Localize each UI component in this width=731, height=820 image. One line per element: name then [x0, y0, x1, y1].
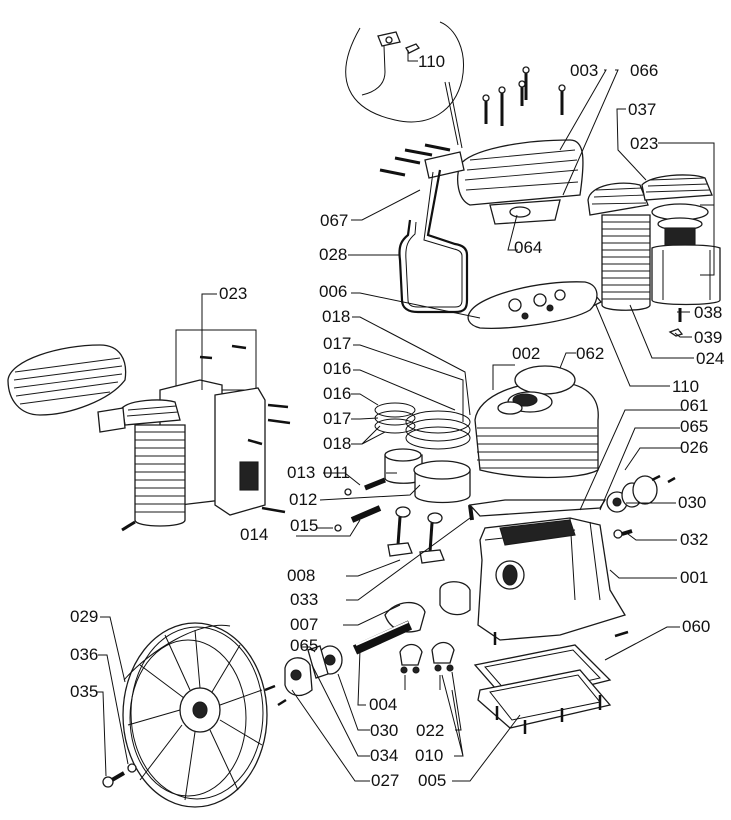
connecting-rods-008	[387, 506, 445, 564]
label-034: 034	[370, 746, 398, 765]
label-061: 061	[680, 396, 708, 415]
label-022: 022	[416, 721, 444, 740]
label-024: 024	[696, 349, 724, 368]
leader-lines	[96, 50, 715, 782]
label-011: 011	[323, 463, 350, 482]
label-064: 064	[514, 238, 542, 257]
label-018-top: 018	[322, 307, 350, 326]
gasket-061	[468, 499, 607, 517]
label-017-top: 017	[323, 334, 351, 353]
label-028: 028	[319, 245, 347, 264]
label-015: 015	[290, 516, 318, 535]
label-030-left: 030	[370, 721, 398, 740]
cylinder-head-003	[424, 139, 584, 225]
label-067: 067	[320, 211, 348, 230]
label-062: 062	[576, 344, 604, 363]
label-010: 010	[415, 746, 443, 765]
cylinder-head-left-assembly	[7, 329, 291, 532]
label-018: 018	[323, 434, 351, 453]
label-004: 004	[369, 695, 397, 714]
piston-011	[384, 448, 471, 504]
label-002: 002	[512, 344, 540, 363]
label-036: 036	[70, 645, 98, 664]
label-016-top: 016	[323, 359, 351, 378]
detail-inset-circle	[345, 21, 464, 123]
label-029: 029	[70, 607, 98, 626]
bottom-cover-005	[473, 630, 629, 734]
air-filter-024	[651, 244, 721, 306]
bearing-cover-left	[264, 645, 343, 707]
label-023-right: 023	[630, 134, 658, 153]
label-035: 035	[70, 682, 98, 701]
crankcase-001	[468, 504, 626, 641]
label-038: 038	[694, 303, 722, 322]
label-026: 026	[680, 438, 708, 457]
label-066: 066	[630, 61, 658, 80]
label-037: 037	[628, 100, 656, 119]
label-016: 016	[323, 384, 351, 403]
valve-plate-006	[467, 281, 598, 329]
cylinder-right-fins	[601, 214, 651, 311]
label-110-inset: 110	[418, 52, 445, 71]
part-labels: 110 003 066 037 023 067 064 028 006 038 …	[70, 52, 724, 790]
piston-pin-014	[350, 505, 382, 523]
label-039: 039	[694, 328, 722, 347]
label-023-left: 023	[219, 284, 247, 303]
label-027: 027	[371, 771, 399, 790]
label-014: 014	[240, 525, 268, 544]
label-006: 006	[319, 282, 347, 301]
label-005: 005	[418, 771, 446, 790]
label-001: 001	[680, 568, 708, 587]
flywheel-029	[122, 622, 268, 808]
circlip-015	[334, 524, 342, 532]
label-110: 110	[672, 377, 699, 396]
label-003: 003	[570, 61, 598, 80]
label-032: 032	[680, 530, 708, 549]
label-030-right: 030	[678, 493, 706, 512]
circlip-012	[344, 488, 352, 496]
label-008: 008	[287, 566, 315, 585]
label-060: 060	[682, 617, 710, 636]
cylinder-head-037	[587, 174, 713, 251]
label-017: 017	[323, 409, 351, 428]
transfer-pipe-028	[398, 169, 469, 314]
bearing-group-right	[606, 474, 676, 539]
rod-caps-022	[399, 641, 455, 690]
piston-rings	[374, 402, 471, 450]
label-007: 007	[290, 615, 318, 634]
label-033: 033	[290, 590, 318, 609]
label-012: 012	[289, 490, 317, 509]
piston-pin-013	[364, 477, 386, 491]
washer-036	[127, 763, 137, 773]
label-065-right: 065	[680, 417, 708, 436]
cylinder-block-002	[474, 365, 599, 479]
wing-nut-039	[668, 328, 684, 337]
label-065-left: 065	[290, 636, 318, 655]
head-bolts	[379, 66, 566, 177]
bolt-035	[102, 771, 126, 788]
crankshaft-007	[352, 581, 471, 655]
label-013: 013	[287, 463, 315, 482]
